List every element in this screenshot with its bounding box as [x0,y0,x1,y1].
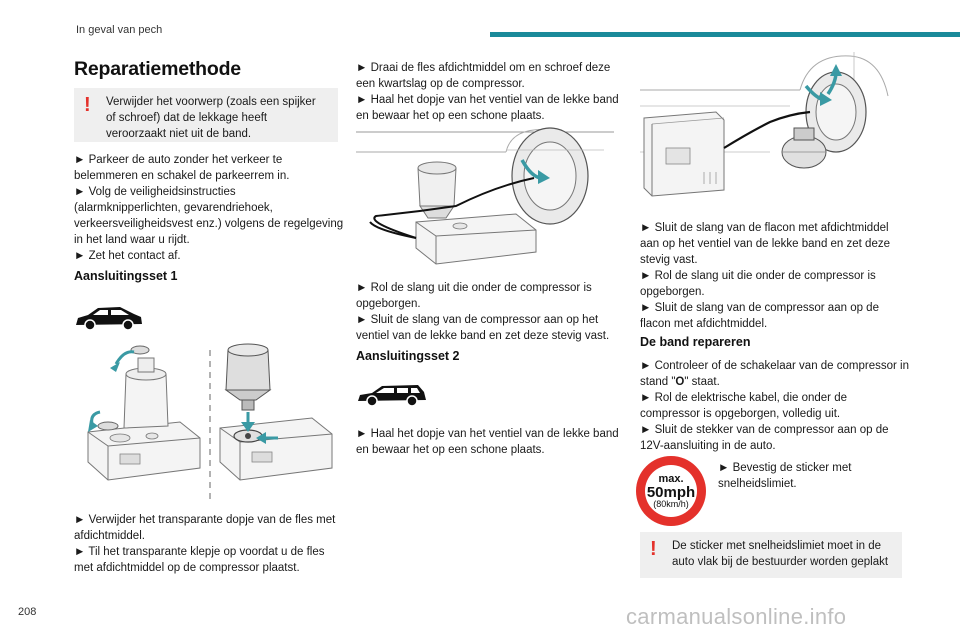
page-number: 208 [18,606,37,618]
car-suv-icon [76,307,142,331]
step-plug-12v: ► Sluit de stekker van de compressor aan… [640,424,889,452]
switch-position: O [675,376,685,388]
illustration-hose-to-wheel [356,127,614,265]
step-apply-sticker: ► Bevestig de sticker met snelheidslimie… [718,462,852,490]
warning-sticker-text: De sticker met snelheidslimiet moet in d… [672,540,889,568]
sign-kmh: (80km/h) [653,499,689,509]
speed-limit-sign: max. 50mph (80km/h) [636,456,706,526]
step-unroll-hose-3: ► Rol de slang uit die onder de compress… [640,270,876,298]
car-wagon-icon [358,385,426,407]
warning-text: Verwijder het voorwerp (zoals een spijke… [106,96,316,140]
warning-box-sticker: ! De sticker met snelheidslimiet moet in… [640,532,902,578]
step-connect-flacon: ► Sluit de slang van de flacon met afdic… [640,222,890,266]
step-ignition-off: ► Zet het contact af. [74,250,181,262]
header-title: In geval van pech [76,24,163,36]
exclamation-icon: ! [84,94,91,116]
step-connect-hose: ► Sluit de slang van de compressor aan o… [356,314,610,342]
subhead-kit-2: Aansluitingsset 2 [356,349,460,363]
warning-box: ! Verwijder het voorwerp (zoals een spij… [74,88,338,142]
section-title: Reparatiemethode [74,58,241,80]
illustration-kit1-bottle-cap [87,343,333,500]
step-screw-bottle: ► Draai de fles afdichtmiddel om en schr… [356,62,611,90]
step-unroll-hose: ► Rol de slang uit die onder de compress… [356,282,592,310]
sign-max: max. [658,473,683,485]
step-park: ► Parkeer de auto zonder het verkeer te … [74,154,290,182]
watermark: carmanualsonline.info [626,604,847,629]
step-check-switch-post: " staat. [684,376,720,388]
header-accent-bar [490,32,960,37]
step-remove-valve-cap: ► Haal het dopje van het ventiel van de … [356,94,619,122]
step-check-switch-pre: ► Controleer of de schakelaar van de com… [640,360,909,388]
step-unroll-cable: ► Rol de elektrische kabel, die onder de… [640,392,847,420]
step-check-switch: ► Controleer of de schakelaar van de com… [640,358,910,390]
step-remove-cap: ► Verwijder het transparante dopje van d… [74,514,336,542]
subhead-kit-1: Aansluitingsset 1 [74,269,178,283]
step-safety: ► Volg de veiligheidsinstructies (alarmk… [74,186,344,246]
illustration-flacon-to-valve [640,52,889,197]
step-remove-valve-cap-2: ► Haal het dopje van het ventiel van de … [356,428,619,456]
sign-speed: 50mph [647,484,695,501]
step-connect-compressor-flacon: ► Sluit de slang van de compressor aan o… [640,302,879,330]
step-lift-flap: ► Til het transparante klepje op voordat… [74,546,325,574]
exclamation-icon: ! [650,538,657,560]
subhead-repair-tyre: De band repareren [640,335,751,349]
